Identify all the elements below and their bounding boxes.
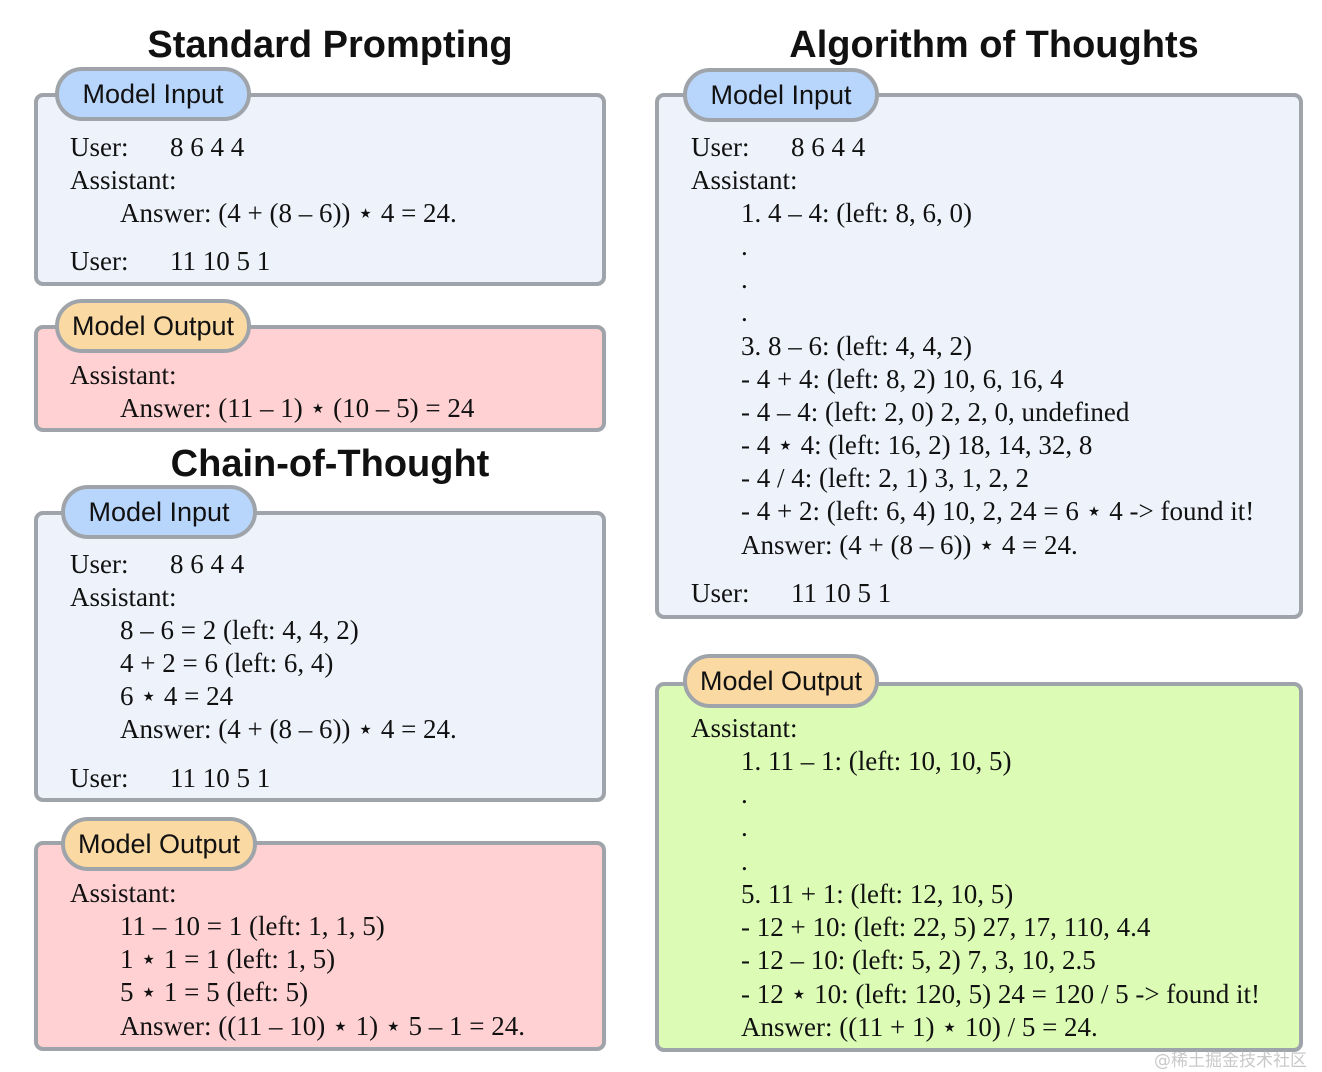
text-line: 8 6 4 4	[170, 549, 245, 579]
text-line: User:	[70, 549, 129, 579]
text-line: Assistant:	[70, 878, 177, 908]
cot-output-label: Model Output	[61, 817, 257, 871]
text-line: Answer: (4 + (8 – 6)) ⋆ 4 = 24.	[120, 714, 457, 744]
text-line: - 12 ⋆ 10: (left: 120, 5) 24 = 120 / 5 -…	[741, 979, 1261, 1009]
text-line: Assistant:	[70, 165, 177, 195]
text-line: 5 ⋆ 1 = 5 (left: 5)	[120, 977, 309, 1007]
standard-input-label: Model Input	[55, 67, 251, 121]
text-line: User:	[691, 132, 750, 162]
text-line: User:	[70, 763, 129, 793]
standard-input-box	[34, 93, 606, 286]
text-line: .	[741, 846, 748, 876]
text-line: 8 – 6 = 2 (left: 4, 4, 2)	[120, 615, 359, 645]
standard-output-label: Model Output	[55, 299, 251, 353]
aot-input-label: Model Input	[683, 68, 879, 122]
text-line: Assistant:	[70, 582, 177, 612]
text-line: .	[741, 779, 748, 809]
standard-prompting-title: Standard Prompting	[147, 24, 513, 66]
text-line: 1. 4 – 4: (left: 8, 6, 0)	[741, 198, 972, 228]
aot-input-box	[655, 93, 1303, 619]
text-line: User:	[70, 132, 129, 162]
text-line: Assistant:	[691, 165, 798, 195]
text-line: 8 6 4 4	[170, 132, 245, 162]
text-line: .	[741, 264, 748, 294]
text-line: Answer: ((11 – 10) ⋆ 1) ⋆ 5 – 1 = 24.	[120, 1011, 525, 1041]
text-line: - 12 + 10: (left: 22, 5) 27, 17, 110, 4.…	[741, 912, 1151, 942]
text-line: - 12 – 10: (left: 5, 2) 7, 3, 10, 2.5	[741, 945, 1096, 975]
text-line: - 4 / 4: (left: 2, 1) 3, 1, 2, 2	[741, 463, 1029, 493]
text-line: 8 6 4 4	[791, 132, 866, 162]
text-line: .	[741, 297, 748, 327]
watermark: @稀土掘金技术社区	[1154, 1051, 1307, 1071]
text-line: - 4 ⋆ 4: (left: 16, 2) 18, 14, 32, 8	[741, 430, 1093, 460]
text-line: 6 ⋆ 4 = 24	[120, 681, 234, 711]
text-line: 11 10 5 1	[791, 578, 892, 608]
cot-input-box	[34, 511, 606, 802]
text-line: 4 + 2 = 6 (left: 6, 4)	[120, 648, 334, 678]
chain-of-thought-title: Chain-of-Thought	[170, 443, 490, 485]
text-line: 11 10 5 1	[170, 246, 271, 276]
text-line: Answer: (11 – 1) ⋆ (10 – 5) = 24	[120, 393, 475, 423]
text-line: User:	[691, 578, 750, 608]
aot-output-label: Model Output	[683, 654, 879, 708]
text-line: Answer: (4 + (8 – 6)) ⋆ 4 = 24.	[741, 530, 1078, 560]
cot-output-box	[34, 841, 606, 1051]
text-line: User:	[70, 246, 129, 276]
text-line: Assistant:	[70, 360, 177, 390]
algorithm-of-thoughts-title: Algorithm of Thoughts	[789, 24, 1199, 66]
text-line: 11 – 10 = 1 (left: 1, 1, 5)	[120, 911, 385, 941]
text-line: 1. 11 – 1: (left: 10, 10, 5)	[741, 746, 1012, 776]
text-line: 3. 8 – 6: (left: 4, 4, 2)	[741, 331, 972, 361]
text-line: .	[741, 231, 748, 261]
text-line: 5. 11 + 1: (left: 12, 10, 5)	[741, 879, 1014, 909]
text-line: Answer: (4 + (8 – 6)) ⋆ 4 = 24.	[120, 198, 457, 228]
aot-output-box	[655, 682, 1303, 1052]
text-line: - 4 – 4: (left: 2, 0) 2, 2, 0, undefined	[741, 397, 1130, 427]
text-line: 11 10 5 1	[170, 763, 271, 793]
text-line: Assistant:	[691, 713, 798, 743]
text-line: Answer: ((11 + 1) ⋆ 10) / 5 = 24.	[741, 1012, 1098, 1042]
text-line: - 4 + 2: (left: 6, 4) 10, 2, 24 = 6 ⋆ 4 …	[741, 496, 1255, 526]
cot-input-label: Model Input	[61, 485, 257, 539]
text-line: - 4 + 4: (left: 8, 2) 10, 6, 16, 4	[741, 364, 1064, 394]
text-line: 1 ⋆ 1 = 1 (left: 1, 5)	[120, 944, 336, 974]
text-line: .	[741, 812, 748, 842]
